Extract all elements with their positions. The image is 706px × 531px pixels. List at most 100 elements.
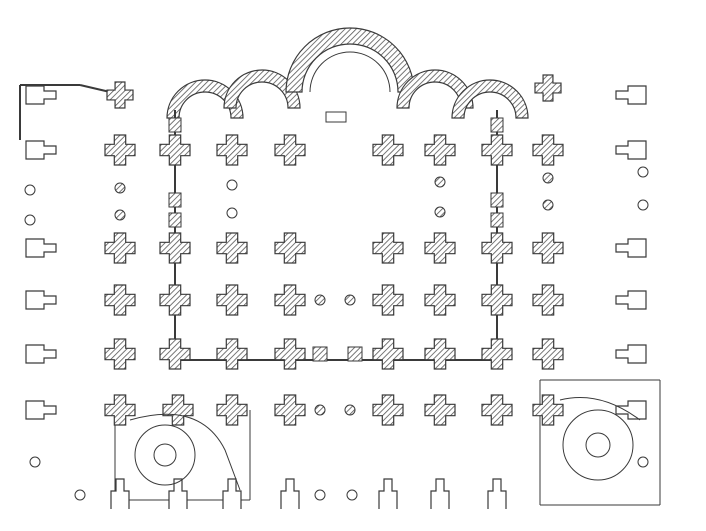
wall-pilaster	[615, 344, 647, 364]
apse	[223, 69, 301, 109]
stair-core-right	[585, 432, 611, 458]
altar	[325, 111, 347, 123]
apse	[285, 27, 415, 93]
piers-group	[25, 74, 647, 509]
spiral-stair-right	[562, 409, 634, 481]
wall-pilaster	[25, 85, 57, 105]
wall-pilaster	[487, 478, 507, 509]
wall-pilaster	[25, 290, 57, 310]
hatched-pier	[532, 338, 564, 370]
wall-pier	[490, 117, 504, 133]
wall-pilaster	[615, 140, 647, 160]
hatched-pier	[162, 394, 194, 426]
outline-column	[29, 456, 41, 468]
hatched-pier	[372, 284, 404, 316]
hatched-pier	[481, 134, 513, 166]
outline-column	[74, 489, 86, 501]
wall-pilaster	[615, 290, 647, 310]
hatched-pier	[104, 232, 136, 264]
outline-column	[226, 179, 238, 191]
hatched-pier	[532, 232, 564, 264]
hatched-column	[314, 404, 326, 416]
hatched-pier	[104, 338, 136, 370]
outline-column	[24, 184, 36, 196]
wall-pilaster	[430, 478, 450, 509]
wall-line	[79, 84, 111, 93]
wall-pilaster	[378, 478, 398, 509]
apse	[396, 69, 474, 109]
hatched-pier	[532, 284, 564, 316]
outline-column	[24, 214, 36, 226]
wall-pilaster	[168, 478, 188, 509]
small-square-pier	[312, 346, 328, 362]
stair-core-left	[153, 443, 177, 467]
wall-pier	[490, 192, 504, 208]
hatched-pier	[481, 394, 513, 426]
hatched-pier	[372, 338, 404, 370]
hatched-pier	[372, 232, 404, 264]
wall-pilaster	[25, 344, 57, 364]
wall-pilaster	[25, 400, 57, 420]
hatched-pier	[104, 134, 136, 166]
hatched-pier	[532, 134, 564, 166]
hatched-pier	[424, 394, 456, 426]
hatched-column	[344, 294, 356, 306]
wall-pier	[490, 212, 504, 228]
hatched-pier	[481, 232, 513, 264]
hatched-pier	[274, 394, 306, 426]
hatched-column	[114, 182, 126, 194]
hatched-pier	[104, 284, 136, 316]
wall-pilaster	[222, 478, 242, 509]
hatched-pier	[481, 284, 513, 316]
outline-column	[346, 489, 358, 501]
outline-column	[637, 456, 649, 468]
hatched-column	[434, 176, 446, 188]
spiral-stair-left	[134, 424, 196, 486]
hatched-pier	[532, 394, 564, 426]
apses-group	[166, 27, 529, 123]
hatched-column	[314, 294, 326, 306]
hatched-pier	[106, 81, 134, 109]
outline-column	[226, 207, 238, 219]
outline-column	[637, 166, 649, 178]
wall-pilaster	[25, 140, 57, 160]
small-square-pier	[347, 346, 363, 362]
hatched-column	[542, 199, 554, 211]
hatched-pier	[424, 284, 456, 316]
wall-pilaster	[280, 478, 300, 509]
apse-inner-line	[309, 51, 391, 93]
hatched-column	[434, 206, 446, 218]
hatched-pier	[481, 338, 513, 370]
wall-pier	[168, 212, 182, 228]
hatched-pier	[372, 134, 404, 166]
wall-pier	[168, 117, 182, 133]
wall-pilaster	[615, 400, 647, 420]
wall-pilaster	[615, 85, 647, 105]
hatched-pier	[159, 134, 191, 166]
hatched-pier	[159, 232, 191, 264]
hatched-pier	[424, 134, 456, 166]
stair-wall-left	[129, 413, 241, 491]
hatched-pier	[424, 338, 456, 370]
outline-column	[314, 489, 326, 501]
hatched-column	[542, 172, 554, 184]
hatched-pier	[216, 394, 248, 426]
hatched-pier	[372, 394, 404, 426]
hatched-pier	[274, 232, 306, 264]
hatched-pier	[216, 134, 248, 166]
hatched-column	[114, 209, 126, 221]
wall-pilaster	[615, 238, 647, 258]
wall-pier	[168, 192, 182, 208]
apse	[166, 79, 244, 119]
hatched-pier	[104, 394, 136, 426]
hatched-pier	[424, 232, 456, 264]
columns-group	[24, 166, 649, 501]
hatched-pier	[216, 284, 248, 316]
stair-wall-right	[559, 397, 641, 421]
outline-column	[637, 199, 649, 211]
wall-pilaster	[110, 478, 130, 509]
hatched-pier	[216, 232, 248, 264]
wall-pilaster	[25, 238, 57, 258]
hatched-pier	[274, 134, 306, 166]
